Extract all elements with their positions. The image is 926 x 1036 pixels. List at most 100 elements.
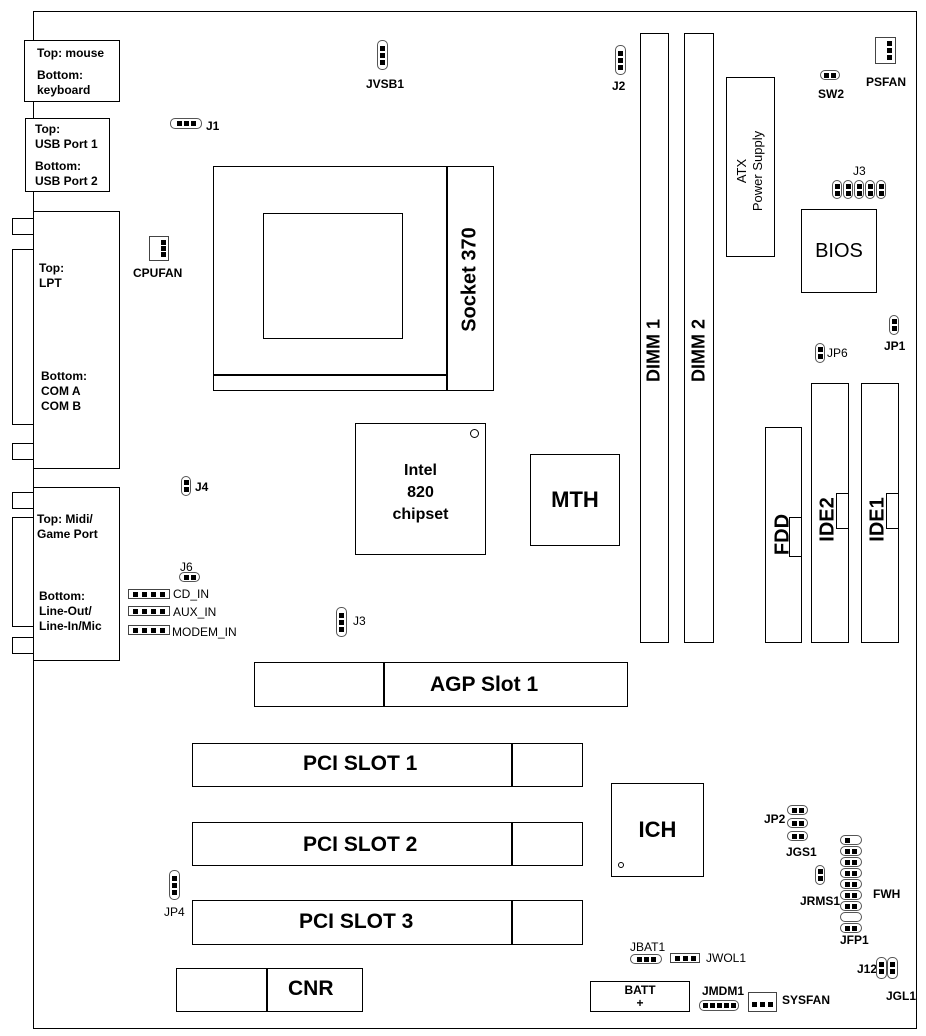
pin bbox=[845, 903, 850, 909]
fdd-label: FDD bbox=[771, 513, 794, 556]
jfp1-label: JFP1 bbox=[840, 933, 869, 947]
batt-label: BATT bbox=[624, 983, 656, 997]
jrms1-jumper[interactable] bbox=[815, 865, 825, 885]
j1-label: J1 bbox=[206, 119, 220, 133]
cnr-label: CNR bbox=[288, 977, 334, 1000]
pin bbox=[817, 876, 823, 881]
j2-jumper[interactable] bbox=[615, 45, 626, 75]
pin bbox=[845, 881, 850, 887]
psfan-label: PSFAN bbox=[866, 75, 907, 89]
jwol1-label: JWOL1 bbox=[706, 951, 747, 965]
j3-pin-pair bbox=[854, 180, 864, 199]
game-tab-top bbox=[12, 492, 34, 509]
pin bbox=[845, 892, 850, 898]
sw2-jumper[interactable] bbox=[820, 70, 840, 80]
pin bbox=[878, 190, 884, 196]
ps2-keyboard-label: keyboard bbox=[37, 83, 91, 97]
jp4-jumper[interactable] bbox=[169, 870, 180, 900]
j3-top-header[interactable] bbox=[832, 180, 886, 199]
pin bbox=[339, 612, 344, 618]
jgs1-jumper[interactable] bbox=[787, 831, 808, 841]
pin bbox=[891, 326, 897, 331]
audio-bottom-label: Bottom: bbox=[39, 589, 85, 603]
j6-label: J6 bbox=[180, 560, 193, 574]
pin bbox=[183, 574, 189, 580]
line-in-mic-label: Line-In/Mic bbox=[39, 619, 102, 633]
jwol1-connector[interactable] bbox=[670, 953, 700, 963]
j3-jumper[interactable] bbox=[336, 607, 347, 637]
intel-820-chipset: Intel 820 chipset bbox=[355, 423, 486, 555]
sysfan-connector[interactable] bbox=[748, 992, 777, 1012]
j3-pin-pair bbox=[876, 180, 886, 199]
pin bbox=[176, 121, 182, 126]
jgl1-jumper[interactable] bbox=[887, 957, 898, 979]
pin bbox=[834, 190, 840, 196]
modem-in-label: MODEM_IN bbox=[172, 625, 237, 639]
j1-jumper[interactable] bbox=[170, 118, 202, 129]
lpt-tab-mid bbox=[12, 249, 34, 425]
lpt-com-port: Top: LPT Bottom: COM A COM B bbox=[33, 211, 120, 469]
dimm1-label: DIMM 1 bbox=[643, 319, 664, 382]
psfan-connector[interactable] bbox=[875, 37, 896, 64]
bios-chip: BIOS bbox=[801, 209, 877, 293]
pin bbox=[190, 121, 196, 126]
socket-divider-h bbox=[213, 374, 447, 376]
jfp1-pin-pair bbox=[840, 879, 862, 889]
dimm1-slot[interactable] bbox=[640, 33, 669, 643]
atx-line2: Power Supply bbox=[750, 130, 765, 212]
jp2-jumper[interactable] bbox=[787, 805, 808, 815]
pci-slot-2[interactable] bbox=[192, 822, 583, 866]
agp-slot[interactable] bbox=[254, 662, 628, 707]
sysfan-label: SYSFAN bbox=[782, 993, 831, 1007]
jp2-jumper-2[interactable] bbox=[787, 818, 808, 828]
jvsb1-jumper[interactable] bbox=[377, 40, 388, 70]
pin bbox=[845, 859, 850, 865]
pin bbox=[172, 875, 177, 881]
pin bbox=[798, 820, 804, 826]
j3-top-label: J3 bbox=[853, 164, 866, 178]
cpufan-connector[interactable] bbox=[149, 236, 169, 261]
jp1-label: JP1 bbox=[884, 339, 906, 353]
jp1-jumper[interactable] bbox=[889, 315, 899, 335]
com-bottom-label: Bottom: bbox=[41, 369, 87, 383]
jmdm1-jumper[interactable] bbox=[699, 1000, 739, 1011]
ps2-bottom-label: Bottom: bbox=[37, 68, 83, 82]
pin bbox=[798, 833, 804, 839]
j4-label: J4 bbox=[195, 480, 209, 494]
jfp1-pin-pair bbox=[840, 846, 862, 856]
jp6-jumper[interactable] bbox=[815, 343, 825, 363]
pin bbox=[183, 487, 189, 492]
aux-in-connector[interactable] bbox=[128, 606, 170, 616]
jfp1-header[interactable] bbox=[840, 835, 862, 933]
bios-label: BIOS bbox=[815, 239, 863, 262]
j3-pin-pair bbox=[832, 180, 842, 199]
game-top-label: Top: Midi/ bbox=[37, 512, 93, 526]
j6-jumper[interactable] bbox=[179, 572, 200, 582]
cnr-slot[interactable] bbox=[176, 968, 363, 1012]
cd-in-connector[interactable] bbox=[128, 589, 170, 599]
pin bbox=[339, 619, 344, 625]
jgl1-label: JGL1 bbox=[886, 989, 917, 1003]
modem-in-connector[interactable] bbox=[128, 625, 170, 635]
jbat1-jumper[interactable] bbox=[630, 954, 662, 964]
batt-plus-label: + bbox=[636, 996, 644, 1010]
chipset-line2: 820 bbox=[407, 484, 434, 501]
ide2-label: IDE2 bbox=[816, 497, 839, 542]
sw2-label: SW2 bbox=[818, 87, 845, 101]
pci-slot-3[interactable] bbox=[192, 900, 583, 945]
pin bbox=[709, 1003, 715, 1008]
pin bbox=[618, 50, 623, 56]
game-audio-port: Top: Midi/ Game Port Bottom: Line-Out/ L… bbox=[33, 487, 120, 661]
usb-bottom-label: Bottom: bbox=[35, 159, 81, 173]
usb-port: Top: USB Port 1 Bottom: USB Port 2 bbox=[25, 118, 110, 192]
fdd-notch bbox=[789, 517, 802, 557]
pin bbox=[172, 882, 177, 888]
dimm2-slot[interactable] bbox=[684, 33, 714, 643]
pci2-label: PCI SLOT 2 bbox=[303, 833, 418, 856]
j12-jumper[interactable] bbox=[876, 957, 887, 979]
pin bbox=[852, 892, 857, 898]
pci-slot-1[interactable] bbox=[192, 743, 583, 787]
pin bbox=[879, 969, 884, 974]
pin bbox=[852, 859, 857, 865]
j4-jumper[interactable] bbox=[181, 476, 191, 496]
